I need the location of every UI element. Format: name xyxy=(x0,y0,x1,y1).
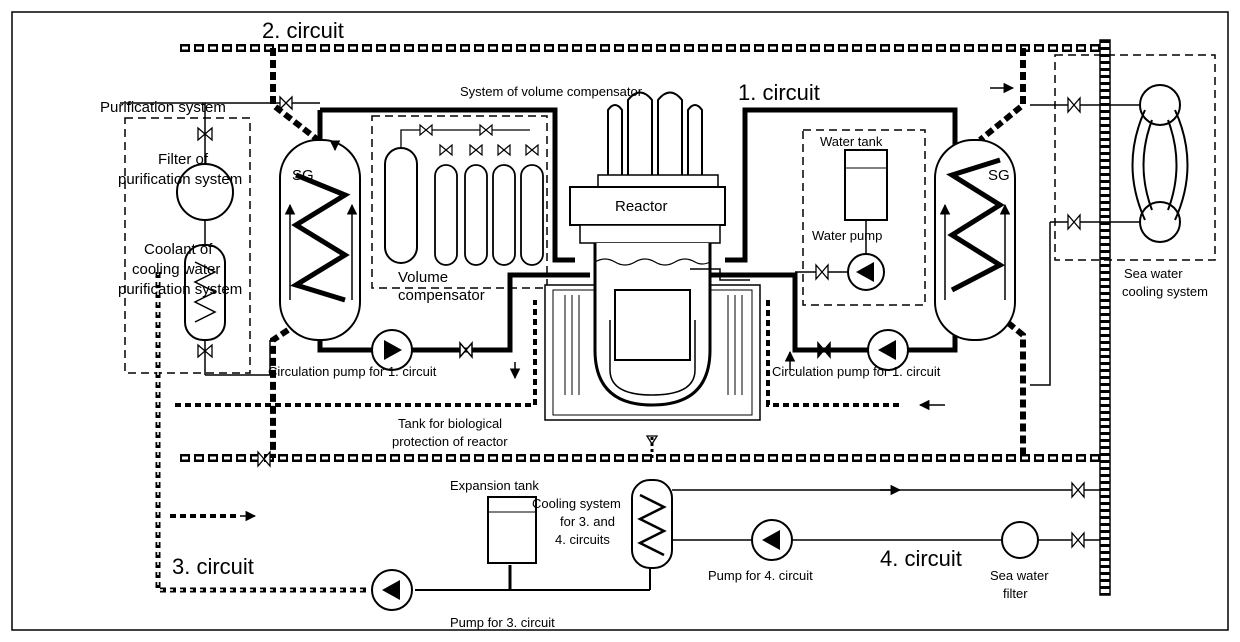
circulation-pump-left xyxy=(371,329,473,371)
pump-4 xyxy=(751,519,793,561)
label-cooling-water: cooling water xyxy=(132,261,220,278)
label-cooling-system-2: for 3. and xyxy=(560,514,615,529)
figure-border xyxy=(11,11,1229,631)
label-system-volume-compensator: System of volume compensator xyxy=(460,84,643,99)
label-tank-bio-2: protection of reactor xyxy=(392,434,508,449)
label-purification-system-3: purification system xyxy=(118,281,242,298)
circulation-pump-right xyxy=(817,329,909,371)
label-tank-bio-1: Tank for biological xyxy=(398,416,502,431)
label-sea-water-filter-2: filter xyxy=(1003,586,1028,601)
label-reactor: Reactor xyxy=(615,198,668,215)
volume-compensator xyxy=(371,115,548,289)
diagram-labels: 2. circuit 1. circuit 3. circuit 4. circ… xyxy=(100,18,1208,630)
steam-generator-right xyxy=(934,139,1016,341)
label-coolant-of: Coolant of xyxy=(144,241,213,258)
label-circuit-2: 2. circuit xyxy=(262,18,344,43)
label-pump-4: Pump for 4. circuit xyxy=(708,568,813,583)
label-sea-water-cooling-2: cooling system xyxy=(1122,284,1208,299)
label-sg-right: SG xyxy=(988,167,1010,184)
circuit-4-pipes xyxy=(672,481,1100,549)
expansion-tank xyxy=(487,496,537,564)
label-cooling-system-1: Cooling system xyxy=(532,496,621,511)
label-circuit-4: 4. circuit xyxy=(880,546,962,571)
label-water-tank: Water tank xyxy=(820,134,883,149)
label-cooling-system-3: 4. circuits xyxy=(555,532,610,547)
steam-generator-left xyxy=(279,139,361,341)
label-filter-of: Filter of xyxy=(158,151,209,168)
water-tank-system xyxy=(795,129,926,306)
label-pump-3: Pump for 3. circuit xyxy=(450,615,555,630)
circuit-3-pipes xyxy=(155,272,900,593)
label-circuit-1: 1. circuit xyxy=(738,80,820,105)
label-compensator: compensator xyxy=(398,287,485,304)
cooling-system-3-4 xyxy=(631,435,673,569)
sea-water-filter xyxy=(1001,521,1039,559)
valve-left-pur xyxy=(279,95,293,111)
label-circuit-3: 3. circuit xyxy=(172,554,254,579)
label-circulation-pump-left: Circulation pump for 1. circuit xyxy=(268,364,437,379)
sea-water-cooling-system xyxy=(1030,54,1216,386)
valve-left-bottom xyxy=(257,450,271,468)
label-sea-water-filter-1: Sea water xyxy=(990,568,1049,583)
reactor xyxy=(544,91,761,421)
pump-3 xyxy=(371,569,413,611)
label-circulation-pump-right: Circulation pump for 1. circuit xyxy=(772,364,941,379)
label-purification-system-2: purification system xyxy=(118,171,242,188)
label-purification-system: Purification system xyxy=(100,99,226,116)
label-sg-left: SG xyxy=(292,167,314,184)
sea-water-bar xyxy=(1099,39,1111,596)
label-expansion-tank: Expansion tank xyxy=(450,478,539,493)
label-water-pump: Water pump xyxy=(812,228,882,243)
label-sea-water-cooling-1: Sea water xyxy=(1124,266,1183,281)
label-volume: Volume xyxy=(398,269,448,286)
